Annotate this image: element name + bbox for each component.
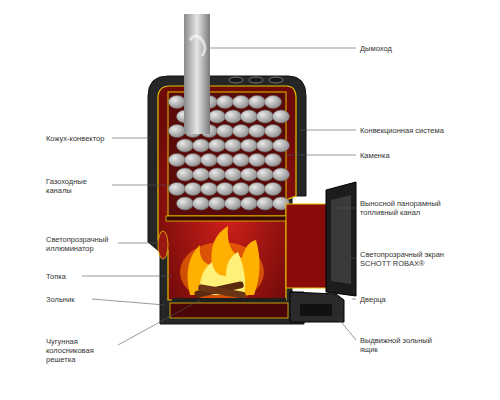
- stove-part: [188, 226, 260, 295]
- stove-part: [265, 154, 282, 167]
- stove-part: [201, 154, 218, 167]
- stove-part: [169, 183, 186, 196]
- part-label: Кожух-конвектор: [46, 134, 110, 143]
- stove-part: [92, 299, 165, 305]
- stove-part: [185, 154, 202, 167]
- stove-part: [201, 183, 218, 196]
- part-label: Дымоход: [360, 44, 470, 53]
- stove-part: [184, 14, 210, 134]
- stove-part: [352, 299, 356, 300]
- stove-part: [148, 76, 306, 324]
- stove-part: [233, 96, 250, 109]
- part-label: Выносной панорамный топливный канал: [360, 199, 450, 217]
- stove-part: [290, 292, 344, 322]
- stove-part: [112, 138, 150, 139]
- part-label: Газоходные каналы: [46, 177, 108, 195]
- stove-part: [300, 304, 332, 316]
- stove-part: [118, 243, 158, 244]
- stove-part: [249, 154, 266, 167]
- stove-part: [241, 197, 258, 210]
- stove-part: [273, 139, 290, 152]
- stove-part: [217, 183, 234, 196]
- stove-part: [241, 139, 258, 152]
- stove-part: [336, 208, 356, 209]
- stove-part: [241, 110, 258, 123]
- part-label: Дверца: [360, 295, 440, 304]
- stove-part: [269, 77, 283, 83]
- stove-part: [257, 110, 274, 123]
- stove-part: [249, 183, 266, 196]
- stove-part: [209, 197, 226, 210]
- stove-part: [225, 197, 242, 210]
- stove-part: [185, 183, 202, 196]
- stove-part: [193, 197, 210, 210]
- part-label: Топка: [46, 272, 106, 281]
- stove-part: [233, 183, 250, 196]
- part-label: Светопрозрачный экран SCHOTT ROBAX®: [360, 250, 460, 268]
- stove-part: [257, 168, 274, 181]
- stove-part: [249, 125, 266, 138]
- stove-part: [249, 77, 263, 83]
- stove-part: [229, 77, 243, 83]
- stove-part: [225, 168, 242, 181]
- stove-part: [284, 155, 356, 156]
- part-label: Выдвижной зольный ящик: [360, 336, 450, 354]
- stove-part: [331, 195, 351, 284]
- stove-part: [177, 168, 194, 181]
- stove-part: [190, 36, 205, 56]
- stove-part: [241, 168, 258, 181]
- stove-part: [257, 139, 274, 152]
- stove-part: [193, 168, 210, 181]
- stove-part: [112, 185, 170, 186]
- part-label: Чугунная колосниковая решетка: [46, 337, 116, 364]
- stove-part: [225, 110, 242, 123]
- stove-part: [233, 154, 250, 167]
- stove-part: [249, 96, 266, 109]
- stove-part: [209, 139, 226, 152]
- stove-part: [169, 125, 186, 138]
- stove-part: [265, 96, 282, 109]
- stove-part: [265, 183, 282, 196]
- stove-part: [273, 110, 290, 123]
- stove-part: [82, 48, 356, 345]
- stove-part: [198, 284, 246, 299]
- stove-part: [82, 276, 172, 277]
- part-label: Светопрозрачный иллюминатор: [46, 235, 116, 253]
- stove-part: [265, 125, 282, 138]
- stove-part: [169, 154, 186, 167]
- stove-part: [209, 168, 226, 181]
- stove-part: [225, 139, 242, 152]
- stove-part: [177, 139, 194, 152]
- stove-part: [273, 168, 290, 181]
- stove-part: [233, 125, 250, 138]
- part-label: Каменка: [360, 151, 470, 160]
- stove-part: [177, 197, 194, 210]
- stove-part: [158, 231, 168, 259]
- stove-part: [118, 300, 200, 345]
- stove-part: [217, 96, 234, 109]
- stove-part: [350, 258, 356, 259]
- stove-part: [172, 298, 286, 302]
- stove-part: [210, 48, 356, 49]
- stove-part: [170, 303, 288, 318]
- part-label: Конвекционная система: [360, 126, 470, 135]
- stove-part: [193, 139, 210, 152]
- stove-part: [209, 110, 226, 123]
- stove-part: [169, 96, 186, 109]
- stove-part: [257, 197, 274, 210]
- stove-part: [217, 154, 234, 167]
- stove-part: [326, 182, 356, 296]
- stove-part: [158, 86, 296, 300]
- stove-part: [217, 125, 234, 138]
- part-label: Зольник: [46, 295, 106, 304]
- stove-part: [338, 318, 356, 340]
- stove-part: [300, 130, 356, 131]
- stove-part: [166, 216, 288, 221]
